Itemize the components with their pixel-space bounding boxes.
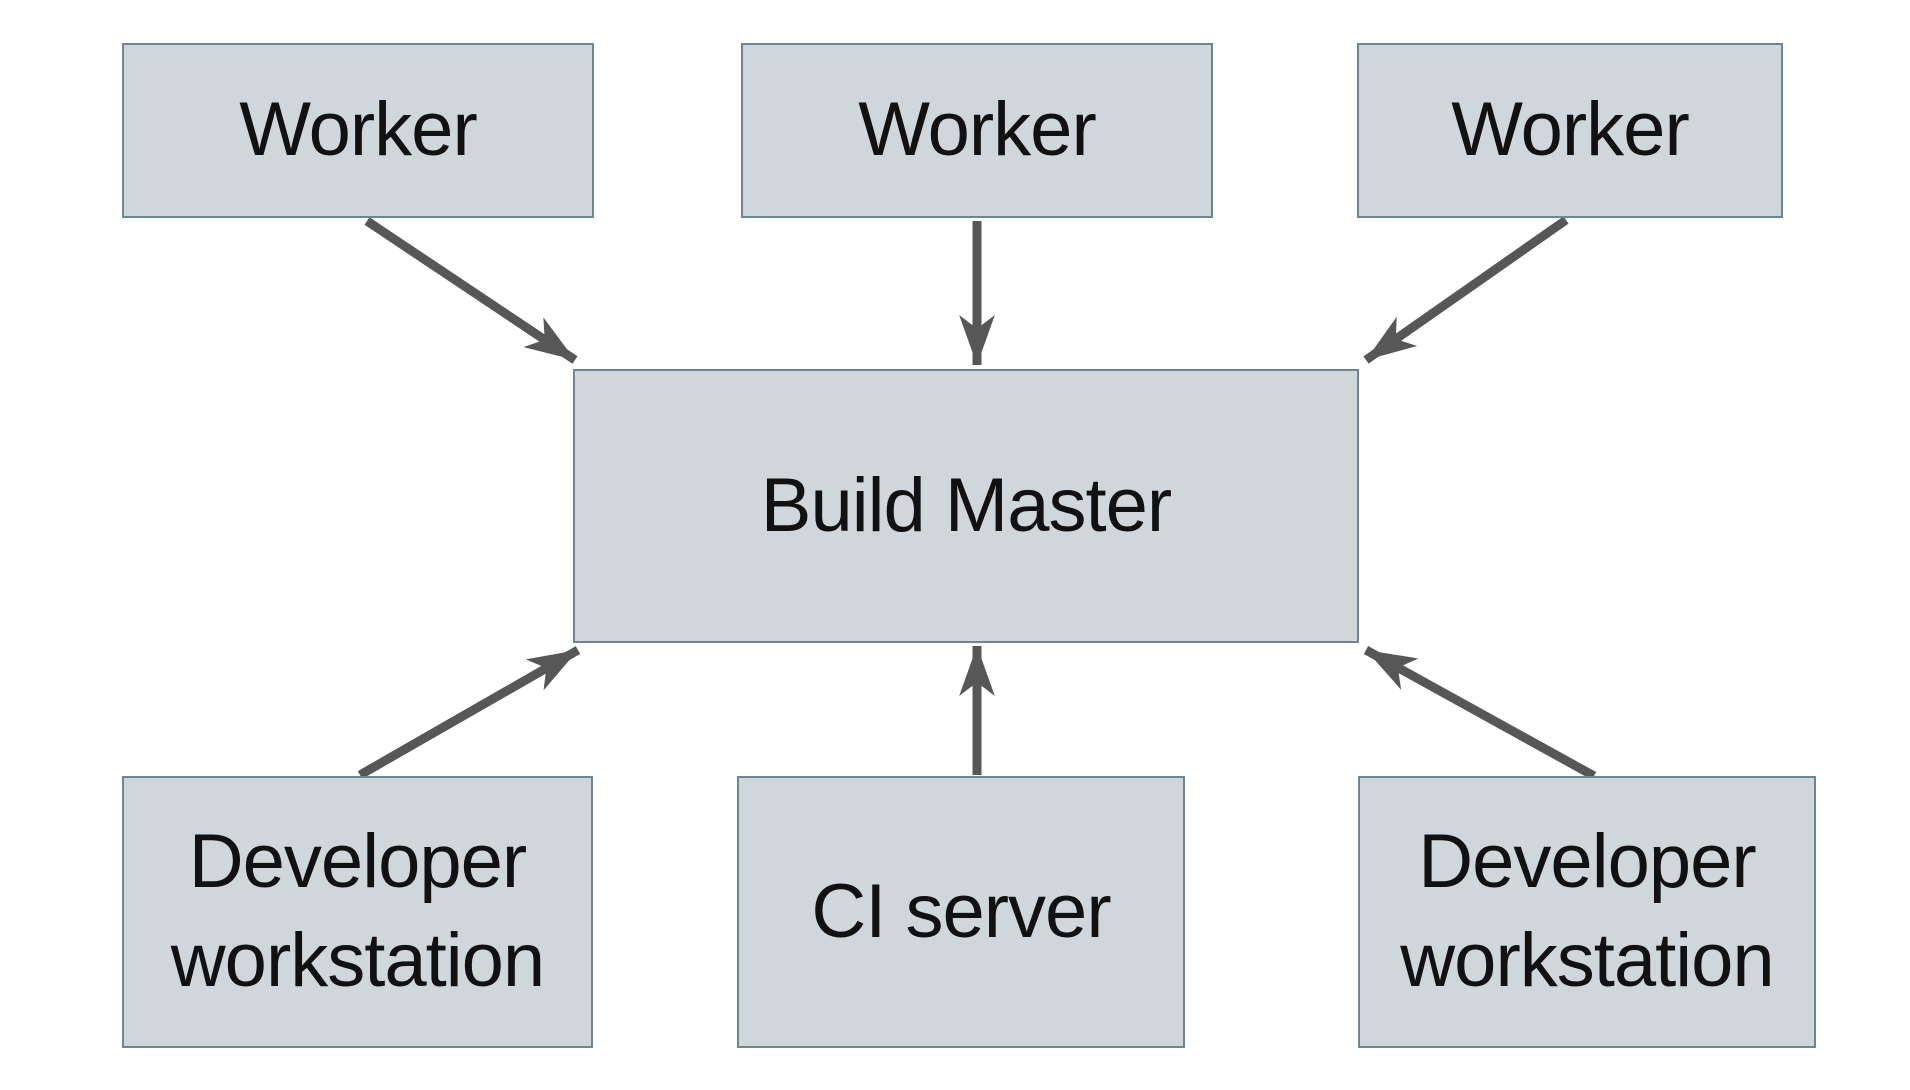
node-worker-2-label: Worker [858,87,1097,173]
node-worker-3-label: Worker [1451,87,1690,173]
node-ci-server: CI server [737,776,1185,1048]
node-worker-1: Worker [122,43,594,218]
node-worker-2: Worker [741,43,1213,218]
node-worker-1-label: Worker [239,87,478,173]
node-build-master: Build Master [573,369,1359,643]
arrow-worker-3-to-build-master [1363,216,1569,364]
node-build-master-label: Build Master [760,462,1172,548]
node-developer-workstation-2-label: Developer workstation [1400,819,1774,1003]
node-developer-workstation-2: Developer workstation [1358,776,1816,1048]
arrow-dev-workstation-1-to-build-master [357,646,581,779]
arrow-dev-workstation-2-to-build-master [1363,646,1597,780]
node-developer-workstation-1: Developer workstation [122,776,593,1048]
arrow-worker-1-to-build-master [364,217,578,364]
node-developer-workstation-1-label: Developer workstation [170,819,545,1003]
node-ci-server-label: CI server [811,868,1111,954]
node-worker-3: Worker [1357,43,1783,218]
